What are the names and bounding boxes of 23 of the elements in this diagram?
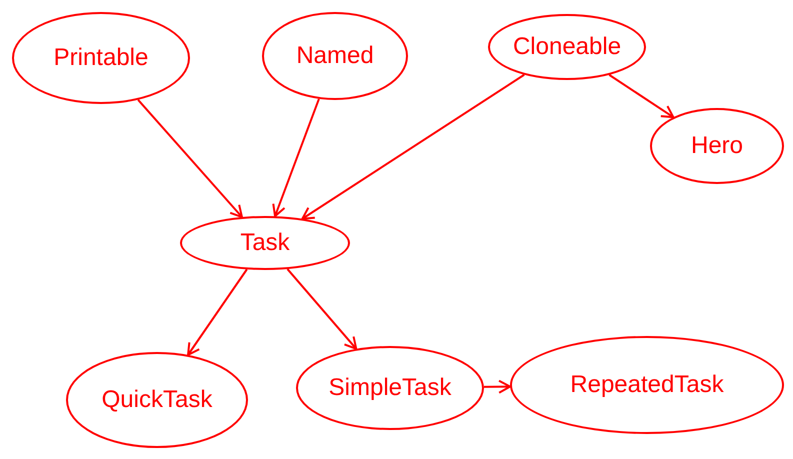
arrow [608, 74, 674, 118]
class-ellipse [66, 352, 248, 448]
arrow [484, 380, 512, 394]
class-name: Cloneable [512, 32, 622, 62]
class-ellipse [180, 216, 350, 270]
class-name: QuickTask [102, 385, 212, 415]
arrow [187, 268, 248, 356]
arrow [301, 74, 525, 220]
class-name: Named [296, 41, 374, 71]
class-ellipse [12, 12, 190, 104]
class-name: Printable [54, 43, 148, 73]
class-name: Hero [690, 131, 744, 161]
arrow [286, 268, 358, 350]
class-ellipse [488, 14, 646, 80]
arrow [137, 99, 243, 218]
class-name: SimpleTask [328, 373, 452, 403]
class-ellipse [262, 12, 408, 100]
class-name: Task [240, 228, 290, 258]
class-name: RepeatedTask [570, 370, 724, 400]
arrow [272, 98, 320, 218]
class-ellipse [296, 346, 484, 430]
class-ellipse [510, 336, 784, 434]
class-ellipse [650, 108, 784, 184]
